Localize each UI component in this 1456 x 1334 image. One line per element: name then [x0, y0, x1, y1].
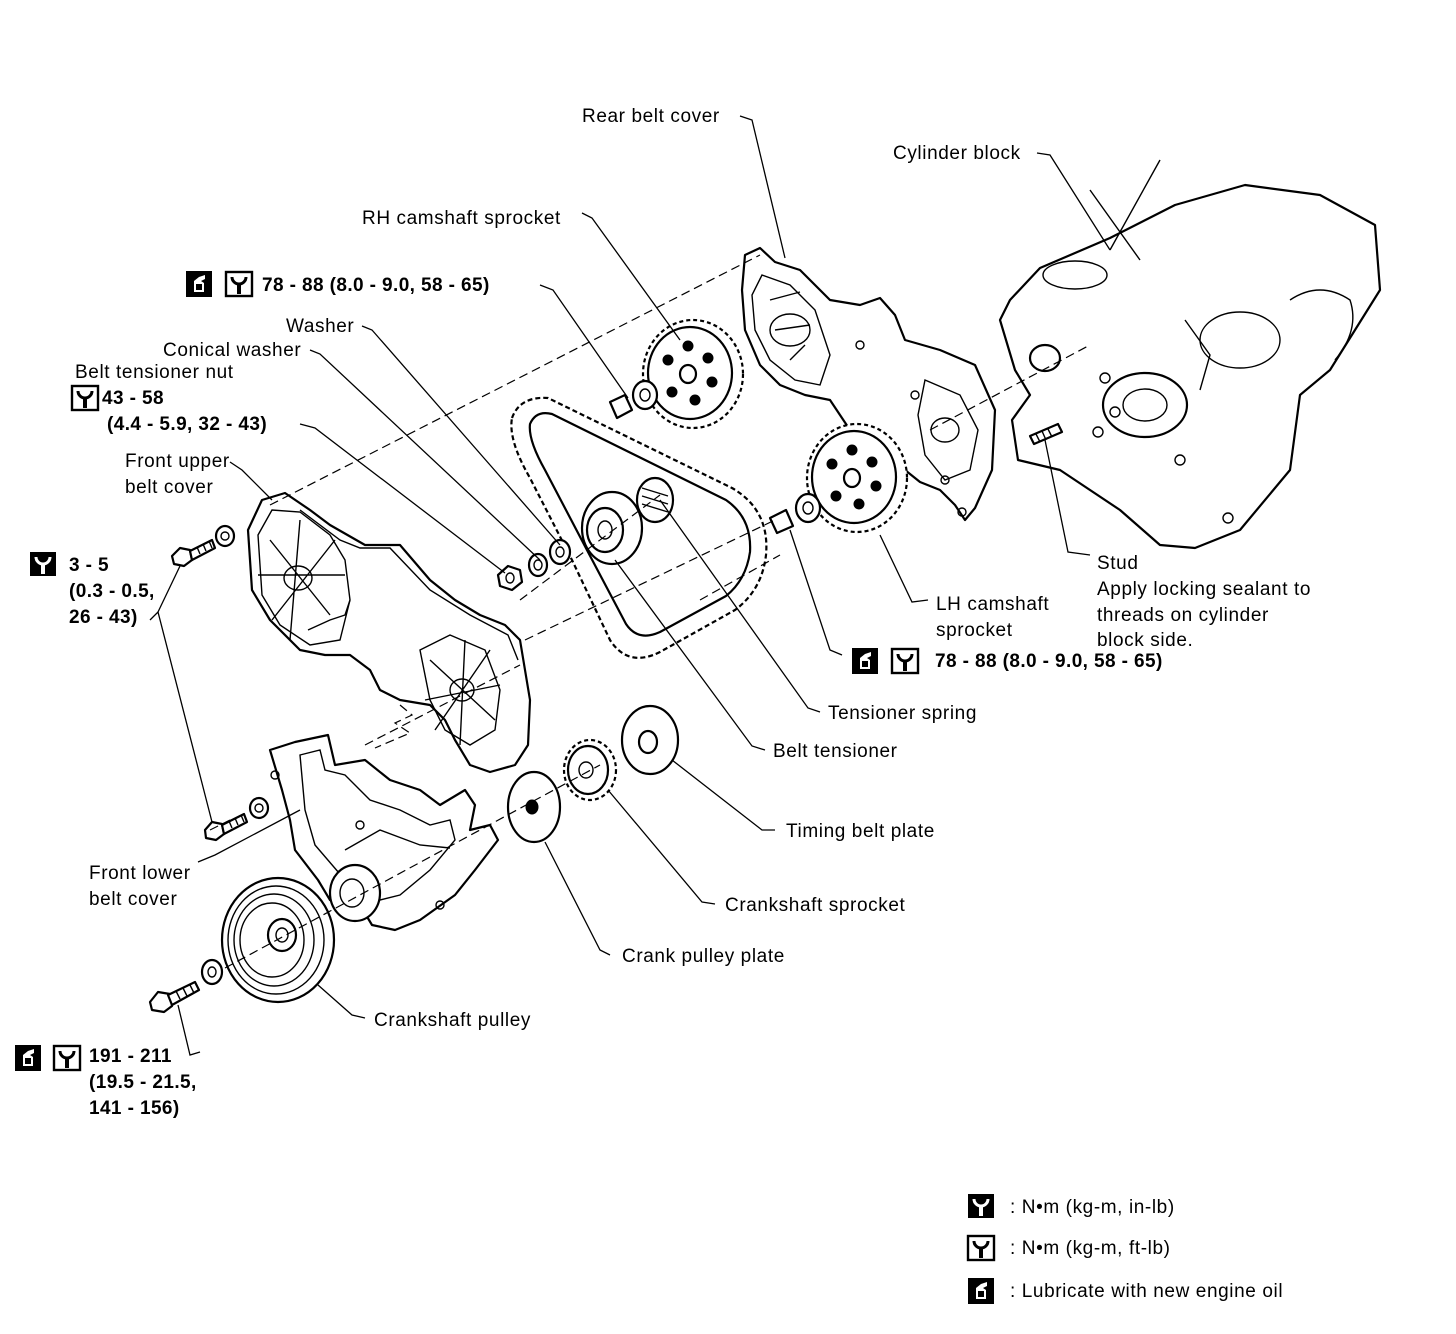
conical-washer: [527, 552, 549, 578]
torque-wrench-icon: [224, 270, 254, 298]
label-rh-camshaft-sprocket: RH camshaft sprocket: [362, 208, 561, 229]
torque-wrench-icon: [70, 384, 100, 412]
label-stud: Stud: [1097, 553, 1139, 574]
washer: [548, 538, 572, 566]
torque-lh-cam-bolt: 78 - 88 (8.0 - 9.0, 58 - 65): [935, 651, 1163, 672]
lower-cover-bolt: [203, 796, 270, 842]
legend-item-in-lb: : N•m (kg-m, in-lb): [1010, 1197, 1175, 1218]
torque-in-lb-icon: [28, 550, 58, 578]
oil-can-icon: [186, 271, 212, 297]
label-front-lower-belt-cover-line2: belt cover: [89, 889, 177, 910]
label-rear-belt-cover: Rear belt cover: [582, 106, 720, 127]
rear-belt-cover: [740, 246, 997, 522]
torque-cover-bolt-line3: 26 - 43): [69, 607, 138, 628]
label-belt-tensioner: Belt tensioner: [773, 741, 898, 762]
front-upper-belt-cover: [246, 491, 532, 774]
legend-item-ft-lb: : N•m (kg-m, ft-lb): [1010, 1238, 1171, 1259]
legend-item-lubricate: : Lubricate with new engine oil: [1010, 1281, 1283, 1302]
torque-tensioner-nut-line1: 43 - 58: [102, 388, 164, 409]
torque-specs: 78 - 88 (8.0 - 9.0, 58 - 65) 43 - 58 (4.…: [15, 270, 1163, 1119]
torque-wrench-icon: [890, 647, 920, 675]
label-tensioner-spring: Tensioner spring: [828, 703, 977, 724]
legend: : N•m (kg-m, in-lb) : N•m (kg-m, ft-lb) …: [966, 1192, 1283, 1304]
oil-can-icon: [852, 648, 878, 674]
torque-crank-bolt-line1: 191 - 211: [89, 1046, 172, 1067]
oil-can-icon: [15, 1045, 41, 1071]
label-crankshaft-sprocket: Crankshaft sprocket: [725, 895, 905, 916]
label-washer: Washer: [286, 316, 354, 337]
torque-in-lb-icon: [966, 1192, 996, 1220]
torque-cover-bolt-line1: 3 - 5: [69, 555, 109, 576]
crankshaft-sprocket: [562, 738, 618, 802]
label-stud-note-line3: block side.: [1097, 630, 1193, 651]
rh-cam-bolt: [608, 379, 659, 420]
label-crank-pulley-plate: Crank pulley plate: [622, 946, 785, 967]
torque-crank-bolt-line2: (19.5 - 21.5,: [89, 1072, 197, 1093]
torque-wrench-icon: [52, 1044, 82, 1072]
torque-cover-bolt-line2: (0.3 - 0.5,: [69, 581, 155, 602]
label-stud-note-line2: threads on cylinder: [1097, 605, 1269, 626]
upper-cover-bolt: [170, 524, 236, 568]
torque-rh-cam-bolt: 78 - 88 (8.0 - 9.0, 58 - 65): [262, 275, 490, 296]
torque-tensioner-nut-line2: (4.4 - 5.9, 32 - 43): [107, 414, 267, 435]
crankshaft-pulley: [220, 876, 336, 1004]
label-front-upper-belt-cover-line1: Front upper: [125, 451, 230, 472]
rh-camshaft-sprocket: [641, 318, 745, 430]
oil-can-icon: [968, 1278, 994, 1304]
label-lh-camshaft-sprocket-line1: LH camshaft: [936, 594, 1049, 615]
front-lower-belt-cover: [268, 733, 500, 932]
label-front-lower-belt-cover-line1: Front lower: [89, 863, 191, 884]
lh-camshaft-sprocket: [805, 422, 909, 534]
leader-lines: [149, 115, 1111, 1056]
cylinder-block: [998, 159, 1382, 550]
label-crankshaft-pulley: Crankshaft pulley: [374, 1010, 531, 1031]
label-stud-note-line1: Apply locking sealant to: [1097, 579, 1311, 600]
label-belt-tensioner-nut: Belt tensioner nut: [75, 362, 234, 383]
label-lh-camshaft-sprocket-line2: sprocket: [936, 620, 1013, 641]
torque-ft-lb-icon: [966, 1234, 996, 1262]
lh-cam-bolt: [768, 492, 822, 535]
label-cylinder-block: Cylinder block: [893, 143, 1021, 164]
timing-belt-plate: [620, 704, 680, 776]
label-conical-washer: Conical washer: [163, 340, 301, 361]
crankshaft-pulley-bolt: [148, 958, 224, 1014]
assembly-alignment-lines: [209, 254, 1091, 969]
part-labels: Rear belt cover Cylinder block RH camsha…: [75, 106, 1311, 1031]
label-front-upper-belt-cover-line2: belt cover: [125, 477, 213, 498]
torque-crank-bolt-line3: 141 - 156): [89, 1098, 180, 1119]
crank-pulley-plate: [506, 770, 562, 844]
stud: [1028, 422, 1064, 446]
label-timing-belt-plate: Timing belt plate: [786, 821, 935, 842]
